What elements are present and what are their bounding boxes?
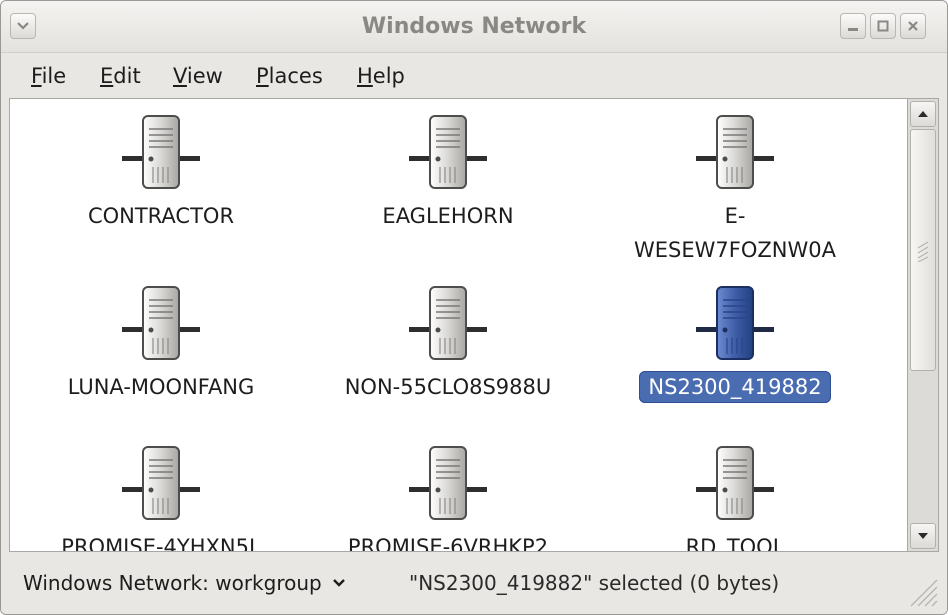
menu-places-label: laces: [268, 64, 323, 88]
menu-file-label: ile: [41, 64, 67, 88]
maximize-icon: [877, 20, 889, 32]
item-label-text-selected: NS2300_419882: [639, 371, 831, 403]
item-label-text: E-: [724, 204, 746, 228]
location-dropdown[interactable]: Windows Network: workgroup: [23, 568, 346, 598]
network-host-item[interactable]: PROMISE-4YHXN5L: [21, 432, 301, 552]
arrow-up-icon: [918, 111, 928, 117]
menu-edit-mnemonic: E: [100, 64, 114, 88]
item-label-text: LUNA-MOONFANG: [67, 375, 255, 399]
server-icon: [122, 286, 200, 360]
item-label-text: CONTRACTOR: [87, 204, 235, 228]
menu-view[interactable]: View: [171, 62, 225, 90]
server-icon: [409, 286, 487, 360]
menu-file[interactable]: File: [29, 62, 68, 90]
maximize-button[interactable]: [870, 13, 896, 39]
scroll-down-button[interactable]: [910, 523, 936, 549]
item-label: PROMISE-6VRHKP2: [308, 530, 588, 552]
network-host-item[interactable]: RD_TOOL: [595, 432, 875, 552]
close-button[interactable]: [900, 13, 926, 39]
close-icon: [908, 21, 918, 31]
item-label-text: NON-55CLO8S988U: [344, 375, 552, 399]
menu-help[interactable]: Help: [355, 62, 407, 90]
network-host-item-selected[interactable]: NS2300_419882: [595, 272, 875, 442]
location-label: Windows Network: workgroup: [23, 571, 322, 595]
window-menu-button[interactable]: [10, 13, 36, 39]
item-label-text: RD_TOOL: [685, 535, 785, 552]
status-message: "NS2300_419882" selected (0 bytes): [409, 571, 780, 595]
network-host-item[interactable]: E- WESEW7FOZNW0A: [595, 101, 875, 271]
chevron-down-icon: [17, 22, 29, 30]
server-icon: [696, 115, 774, 189]
menu-edit[interactable]: Edit: [98, 62, 143, 90]
network-host-item[interactable]: EAGLEHORN: [308, 101, 588, 271]
item-label-text: PROMISE-6VRHKP2: [347, 535, 549, 552]
item-label-text: PROMISE-4YHXN5L: [61, 535, 261, 552]
network-host-item[interactable]: LUNA-MOONFANG: [21, 272, 301, 442]
minimize-icon: [848, 28, 858, 31]
menu-view-label: iew: [186, 64, 223, 88]
item-label-text: EAGLEHORN: [382, 204, 514, 228]
item-label: LUNA-MOONFANG: [21, 370, 301, 404]
network-host-item[interactable]: CONTRACTOR: [21, 101, 301, 271]
item-label: E- WESEW7FOZNW0A: [595, 199, 875, 267]
grip-icon: [917, 241, 929, 262]
resize-grip-icon[interactable]: [905, 574, 939, 608]
menu-edit-label: dit: [113, 64, 141, 88]
menu-places-mnemonic: P: [256, 64, 269, 88]
network-host-item[interactable]: PROMISE-6VRHKP2: [308, 432, 588, 552]
server-icon: [696, 446, 774, 520]
menu-view-mnemonic: V: [173, 64, 187, 88]
menu-help-label: elp: [372, 64, 405, 88]
item-label: NS2300_419882: [595, 370, 875, 404]
item-label: EAGLEHORN: [308, 199, 588, 233]
item-label-text-line2: WESEW7FOZNW0A: [634, 238, 836, 262]
scroll-up-button[interactable]: [910, 101, 936, 127]
menu-bar: File Edit View Places Help: [1, 54, 947, 98]
item-label: NON-55CLO8S988U: [308, 370, 588, 404]
server-icon: [122, 115, 200, 189]
window-title: Windows Network: [361, 14, 587, 39]
server-icon: [409, 115, 487, 189]
server-icon-selected: [696, 286, 774, 360]
network-host-item[interactable]: NON-55CLO8S988U: [308, 272, 588, 442]
server-icon: [122, 446, 200, 520]
scroll-thumb[interactable]: [910, 129, 936, 371]
vertical-scrollbar[interactable]: [907, 98, 939, 552]
item-label: CONTRACTOR: [21, 199, 301, 233]
arrow-down-icon: [918, 533, 928, 539]
chevron-down-icon: [332, 579, 345, 587]
title-bar[interactable]: Windows Network: [1, 1, 947, 53]
item-label: PROMISE-4YHXN5L: [21, 530, 301, 552]
icon-view[interactable]: CONTRACTOR EAGLEHORN: [9, 98, 907, 552]
status-bar: Windows Network: workgroup "NS2300_41988…: [1, 554, 947, 614]
minimize-button[interactable]: [840, 13, 866, 39]
menu-places[interactable]: Places: [254, 62, 325, 90]
item-label: RD_TOOL: [595, 530, 875, 552]
menu-file-mnemonic: F: [31, 64, 42, 88]
server-icon: [409, 446, 487, 520]
menu-help-mnemonic: H: [357, 64, 373, 88]
